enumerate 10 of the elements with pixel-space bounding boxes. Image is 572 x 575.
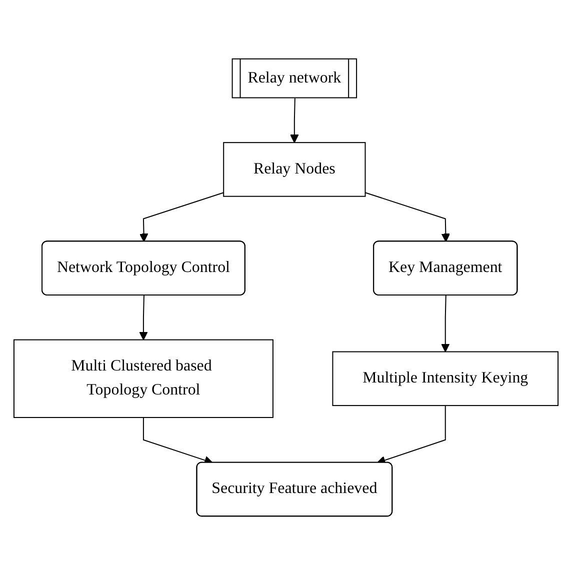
- arrow: [139, 294, 148, 340]
- arrow: [290, 98, 299, 143]
- node-box: Relay Nodes: [223, 142, 366, 197]
- node-box: Multi Clustered based Topology Control: [13, 339, 274, 418]
- arrow: [376, 405, 446, 464]
- arrow: [441, 294, 450, 352]
- arrow: [139, 192, 224, 242]
- node-box: Multiple Intensity Keying: [332, 351, 559, 406]
- arrow: [364, 192, 450, 242]
- arrow: [142, 417, 213, 464]
